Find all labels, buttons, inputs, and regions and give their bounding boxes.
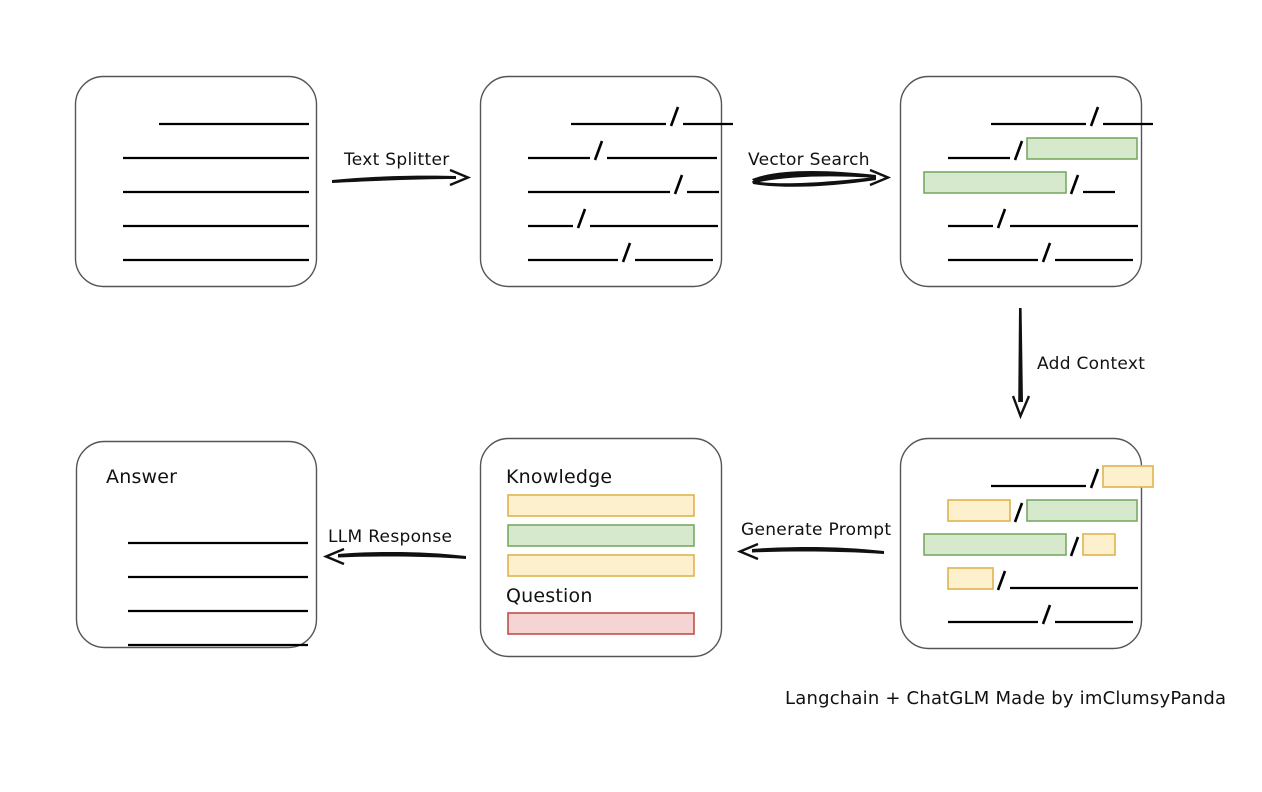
chunk-separator-slash [669, 106, 680, 127]
chunk-separator-slash [1041, 604, 1052, 625]
prompt-bar-yellow [507, 554, 695, 577]
prompt-knowledge-label: Knowledge [506, 466, 612, 488]
box-split-chunks[interactable] [479, 75, 734, 288]
box-content-answer [128, 541, 308, 647]
arrow-add-context: Add Context [1011, 308, 1145, 420]
highlight-bar-green [923, 533, 1067, 556]
chunk-separator-slash [1089, 468, 1100, 489]
highlight-bar-green [1026, 137, 1138, 160]
highlight-bar-yellow [1082, 533, 1116, 556]
box-matched-chunks[interactable] [899, 75, 1154, 288]
highlight-bar-yellow [947, 499, 1011, 522]
prompt-question-bars [507, 612, 695, 635]
arrow-label-text-splitter: Text Splitter [343, 150, 450, 170]
arrow-label-llm-response: LLM Response [328, 527, 452, 547]
prompt-knowledge-bars [507, 494, 695, 577]
arrow-head-vector-search [869, 168, 892, 187]
prompt-bar-yellow [507, 494, 695, 517]
arrow-generate-prompt: Generate Prompt [736, 520, 891, 561]
chunk-separator-slash [1013, 502, 1024, 523]
box-context-chunks[interactable] [899, 437, 1154, 650]
chunk-separator-slash [996, 570, 1007, 591]
arrow-vector-search: Vector Search [748, 150, 892, 187]
box-content-split-chunks [528, 106, 733, 263]
prompt-question-label: Question [506, 585, 593, 607]
arrow-shaft-llm-response [338, 551, 466, 559]
box-source-document[interactable] [74, 75, 318, 288]
arrow-shaft2-vector-search [752, 177, 876, 187]
box-outline-answer [75, 440, 318, 649]
prompt-bar-red [507, 612, 695, 635]
arrow-shaft-vector-search [752, 170, 876, 183]
box-outline-prompt [479, 437, 723, 658]
arrow-head-llm-response [322, 547, 345, 566]
box-prompt[interactable]: Knowledge Question [479, 437, 723, 658]
box-content-context-chunks [923, 465, 1154, 625]
chunk-separator-slash [1013, 140, 1024, 161]
arrow-head-add-context [1011, 395, 1031, 420]
box-answer[interactable]: Answer [75, 440, 318, 649]
arrow-shaft-add-context [1018, 308, 1023, 402]
highlight-bar-yellow [947, 567, 994, 590]
answer-title: Answer [106, 466, 177, 488]
chunk-separator-slash [1069, 536, 1080, 557]
chunk-separator-slash [1089, 106, 1100, 127]
arrow-shaft-generate-prompt [752, 546, 884, 554]
box-content-source-document [123, 122, 309, 262]
chunk-separator-slash [996, 208, 1007, 229]
box-outline-source-document [74, 75, 318, 288]
chunk-separator-slash [576, 208, 587, 229]
box-outline-split-chunks [479, 75, 723, 288]
arrow-label-generate-prompt: Generate Prompt [741, 520, 891, 540]
arrow-label-vector-search: Vector Search [748, 150, 870, 170]
chunk-separator-slash [673, 174, 684, 195]
box-content-matched-chunks [923, 106, 1153, 263]
highlight-bar-yellow [1102, 465, 1154, 488]
chunk-separator-slash [1041, 242, 1052, 263]
chunk-separator-slash [621, 242, 632, 263]
highlight-bar-green [923, 171, 1067, 194]
diagram-caption: Langchain + ChatGLM Made by imClumsyPand… [785, 688, 1226, 709]
arrow-llm-response: LLM Response [322, 527, 466, 566]
arrow-shaft-text-splitter [332, 175, 456, 183]
arrow-text-splitter: Text Splitter [332, 150, 472, 187]
arrow-label-add-context: Add Context [1037, 354, 1145, 374]
highlight-bar-green [1026, 499, 1138, 522]
chunk-separator-slash [1069, 174, 1080, 195]
chunk-separator-slash [593, 140, 604, 161]
arrow-head-generate-prompt [736, 542, 759, 561]
prompt-bar-green [507, 524, 695, 547]
arrow-head-text-splitter [449, 168, 472, 187]
